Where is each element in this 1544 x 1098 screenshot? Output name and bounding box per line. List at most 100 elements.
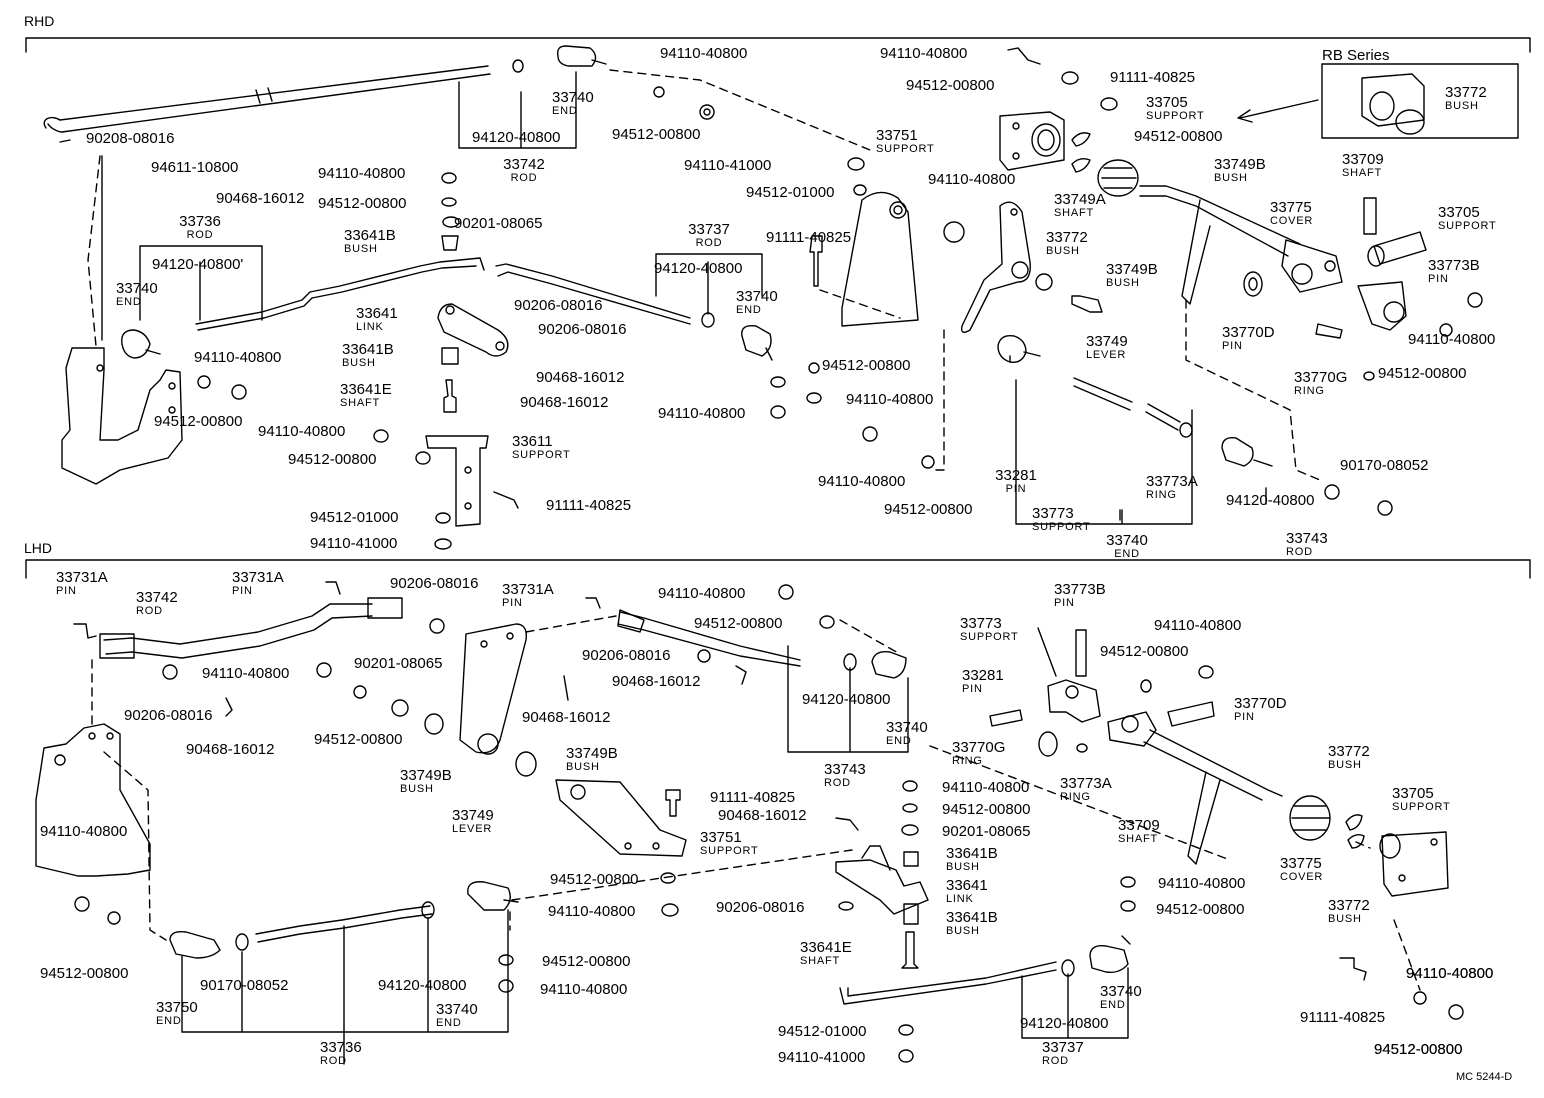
part-label: 91111-40825 xyxy=(546,498,631,513)
lhd-leaders xyxy=(181,627,1129,1065)
part-label: 94110-40800 xyxy=(1406,966,1493,981)
part-name: SUPPORT xyxy=(1146,110,1205,122)
rb-series-title: RB Series xyxy=(1322,47,1390,64)
part-label: 90206-08016 xyxy=(716,900,804,915)
part-number: 33731A xyxy=(56,569,108,586)
section-title-rhd: RHD xyxy=(24,13,55,29)
mount-plate-lhd xyxy=(35,723,151,877)
part-number: 94110-40800 xyxy=(540,981,628,998)
part-number: 33749B xyxy=(400,767,452,784)
part-number: 94512-00800 xyxy=(314,731,403,748)
part-number: 90468-16012 xyxy=(186,741,275,758)
part-number: 33737 xyxy=(688,221,730,238)
part-name: PIN xyxy=(1005,483,1027,495)
part-number: 94512-00800 xyxy=(40,965,129,982)
part-name: END xyxy=(886,735,912,747)
section-title-lhd: LHD xyxy=(24,540,53,556)
part-number: 33773A xyxy=(1146,473,1198,490)
part-number: 33742 xyxy=(136,589,178,606)
part-name: PIN xyxy=(1428,273,1449,285)
part-number: 94110-40800 xyxy=(1406,965,1494,982)
part-label: 94512-00800 xyxy=(906,78,994,93)
part-number: 94110-40800 xyxy=(1408,331,1496,348)
part-name: ROD xyxy=(1042,1055,1069,1067)
part-number: 33775 xyxy=(1280,855,1322,872)
part-name: ROD xyxy=(320,1055,347,1067)
rod-33742-shape xyxy=(59,65,491,133)
part-label: 90468-16012 xyxy=(216,191,304,206)
part-name: LINK xyxy=(356,321,384,333)
part-label: 94120-40800 xyxy=(472,130,560,145)
part-name: BUSH xyxy=(1328,759,1362,771)
part-name: SHAFT xyxy=(1054,207,1095,219)
part-label: 94512-00800 xyxy=(40,966,128,981)
part-label: 94110-40800 xyxy=(880,46,967,61)
part-name: PIN xyxy=(502,597,523,609)
part-label: 90206-08016 xyxy=(390,576,478,591)
part-name: BUSH xyxy=(946,925,980,937)
part-number: 94110-40800 xyxy=(660,45,748,62)
part-number: 90208-08016 xyxy=(86,130,175,147)
part-number: 94120-40800 xyxy=(378,977,467,994)
part-number: 33641B xyxy=(342,341,394,358)
part-number: 33770G xyxy=(1294,369,1348,386)
part-number: 94512-00800 xyxy=(542,953,631,970)
part-label: 90201-08065 xyxy=(354,656,442,671)
part-number: 94512-00800 xyxy=(612,126,701,143)
part-name: ROD xyxy=(186,229,214,241)
part-number: 94110-40800 xyxy=(202,665,290,682)
part-number: 33641 xyxy=(946,877,988,894)
part-label: 94512-00800 xyxy=(1100,644,1188,659)
rod-33743-shape xyxy=(1073,377,1181,431)
mount-plate-rhd xyxy=(61,347,183,485)
part-name: PIN xyxy=(1222,340,1243,352)
part-label: 90468-16012 xyxy=(536,370,624,385)
part-number: 94110-41000 xyxy=(310,535,398,552)
part-number: 33641B xyxy=(946,845,998,862)
part-label: 94512-00800 xyxy=(1134,129,1222,144)
support-33773-lhd xyxy=(1047,679,1101,723)
part-number: 94512-00800 xyxy=(550,871,639,888)
shaft-33709-lhd xyxy=(1107,711,1283,865)
part-number: 33641B xyxy=(344,227,396,244)
part-name: END xyxy=(736,304,762,316)
part-number: 94110-40800 xyxy=(258,423,346,440)
part-number: 33773 xyxy=(1032,505,1074,522)
part-name: SUPPORT xyxy=(1438,220,1497,232)
part-number: 94110-40800 xyxy=(942,779,1030,796)
part-number: 94512-00800 xyxy=(1134,128,1223,145)
part-number: 33773B xyxy=(1428,257,1480,274)
drawing-code: MC 5244-D xyxy=(1456,1071,1513,1083)
part-name: RING xyxy=(1294,385,1325,397)
part-number: 91111-40825 xyxy=(1110,69,1196,86)
part-number: 94512-00800 xyxy=(1374,1041,1463,1058)
part-number: 33740 xyxy=(116,280,158,297)
part-number: 94110-40800 xyxy=(548,903,636,920)
part-name: SUPPORT xyxy=(876,143,935,155)
part-name: BUSH xyxy=(566,761,600,773)
part-label: 94110-40800 xyxy=(1408,332,1495,347)
part-name: RING xyxy=(1146,489,1177,501)
part-number: 33641E xyxy=(800,939,852,956)
part-label: 90201-08065 xyxy=(942,824,1030,839)
part-name: PIN xyxy=(1054,597,1075,609)
part-label: 94512-00800 xyxy=(318,196,406,211)
part-label: 94512-00800 xyxy=(1374,1042,1462,1057)
part-number: 33611 xyxy=(512,433,553,450)
lever-33749-shape xyxy=(960,201,1031,333)
part-name: BUSH xyxy=(344,243,378,255)
part-number: 90170-08052 xyxy=(200,977,289,994)
